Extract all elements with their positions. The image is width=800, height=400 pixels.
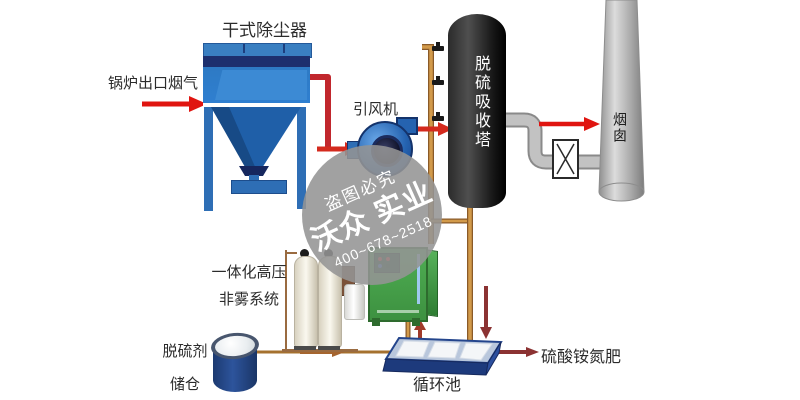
dust-collector-leg: [204, 107, 213, 211]
boiler-flue-gas-label: 锅炉出口烟气: [108, 75, 199, 92]
desulfurizer-label: 脱硫剂 储仓: [156, 340, 214, 394]
flue-pipe-collector-to-fan: [308, 74, 331, 150]
fertilizer-label: 硫酸铵氮肥: [541, 349, 622, 366]
fog-system-label-line2: 非雾系统: [218, 291, 279, 308]
desulfurizer-label-line1: 脱硫剂: [162, 343, 208, 360]
absorption-tower: [448, 14, 506, 208]
dust-collector-seam: [203, 103, 310, 107]
valve-icon: [432, 76, 444, 85]
desulfurizer-label-line2: 储仓: [169, 376, 200, 393]
dust-collector-notch: [243, 44, 245, 53]
dust-collector-leg: [297, 107, 306, 209]
valve-icon: [432, 112, 444, 121]
absorption-tower-label: 脱硫吸收塔: [472, 55, 489, 150]
watermark-text: 盗图必究 沃众 实业 400~678~2518: [298, 154, 446, 275]
watermark-badge: 盗图必究 沃众 实业 400~678~2518: [302, 145, 442, 285]
fog-system-label-line1: 一体化高压: [211, 264, 287, 281]
valve-icon: [432, 42, 444, 51]
cabinet-stripe: [417, 254, 420, 304]
flow-arrow-tower-drain-down: [480, 286, 492, 339]
tank-cap: [300, 249, 309, 258]
tank-frame-top: [285, 252, 297, 254]
circulation-pool-label: 循环池: [413, 377, 462, 394]
tank-frame-post: [285, 250, 287, 350]
flow-arrow-fertilizer: [498, 347, 539, 357]
flow-arrow-to-chimney: [539, 117, 600, 131]
circulation-pool: [382, 336, 503, 376]
duct-to-chimney: [504, 114, 604, 168]
tank-base: [318, 346, 340, 350]
chemical-drum: [344, 284, 365, 320]
tank-base: [294, 346, 316, 350]
dust-collector-band: [203, 56, 310, 67]
dust-collector-notch: [283, 44, 285, 53]
softener-tank: [294, 256, 318, 348]
dust-collector-rotary-valve: [231, 180, 287, 194]
dust-collector-title: 干式除尘器: [222, 21, 307, 40]
damper-icon: [552, 139, 579, 179]
dust-collector-highlight: [215, 70, 307, 100]
cabinet-leg: [372, 318, 380, 326]
tank-frame-base: [282, 349, 358, 352]
chimney-label: 烟囱: [612, 112, 628, 144]
flow-arrow-boiler-inlet: [142, 96, 207, 112]
fog-system-label: 一体化高压 非雾系统: [203, 261, 295, 309]
dust-collector-collar: [239, 166, 269, 176]
cabinet-nameplate: [377, 310, 419, 313]
fan-label: 引风机: [353, 101, 399, 118]
chimney: [598, 0, 645, 202]
cabinet-leg: [412, 318, 420, 326]
